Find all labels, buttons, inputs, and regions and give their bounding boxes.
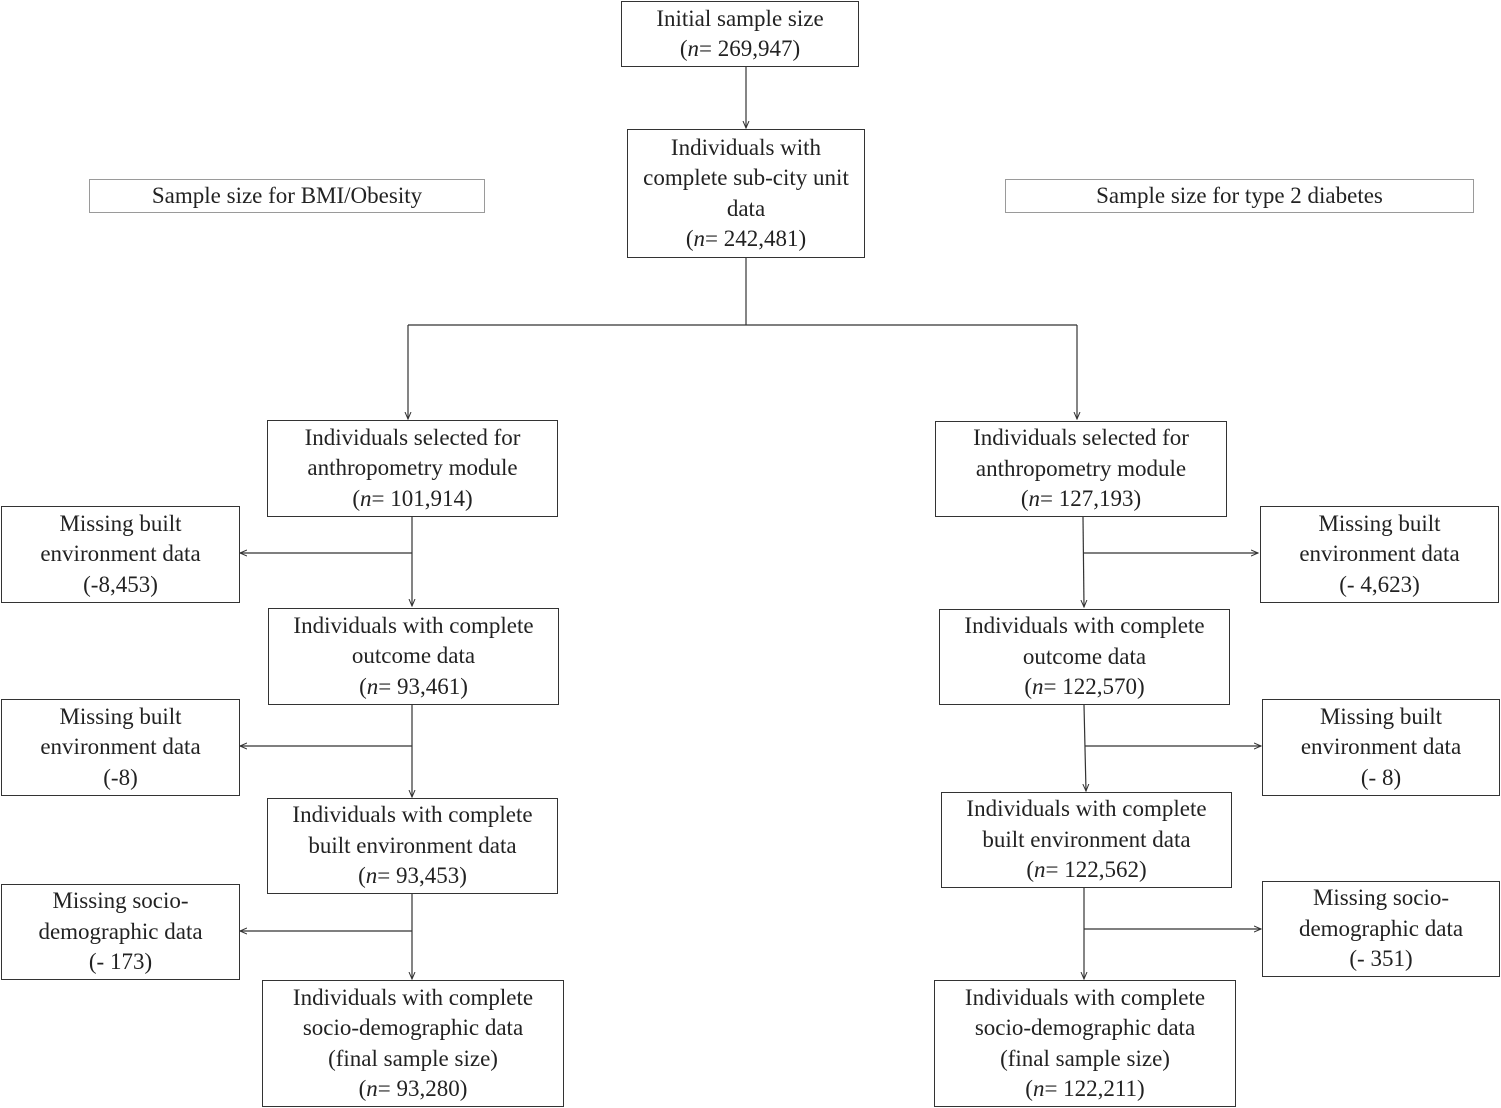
subcity-line3: data <box>726 195 766 221</box>
right-missing-socio-box: Missing socio- demographic data (- 351) <box>1262 881 1500 977</box>
left-outcome-box: Individuals with complete outcome data (… <box>268 608 559 705</box>
initial-sample-title: Initial sample size <box>656 5 824 31</box>
subcity-unit-box: Individuals with complete sub-city unit … <box>627 129 865 258</box>
right-outcome-box: Individuals with complete outcome data (… <box>939 609 1230 705</box>
left-missing-built-box-2: Missing built environment data (-8) <box>1 699 240 796</box>
right-selected-box: Individuals selected for anthropometry m… <box>935 421 1227 517</box>
left-missing-socio-box: Missing socio- demographic data (- 173) <box>1 884 240 980</box>
subcity-n: (n= 242,481) <box>685 226 807 251</box>
right-final-box: Individuals with complete socio-demograp… <box>934 980 1236 1107</box>
bmi-obesity-label: Sample size for BMI/Obesity <box>89 179 485 213</box>
left-built-box: Individuals with complete built environm… <box>267 798 558 894</box>
type2-diabetes-label: Sample size for type 2 diabetes <box>1005 179 1474 213</box>
right-missing-built-box-2: Missing built environment data (- 8) <box>1262 699 1500 796</box>
right-built-box: Individuals with complete built environm… <box>941 792 1232 888</box>
left-missing-built-box-1: Missing built environment data (-8,453) <box>1 506 240 603</box>
initial-sample-n: (n= 269,947) <box>679 36 801 61</box>
left-final-box: Individuals with complete socio-demograp… <box>262 980 564 1107</box>
subcity-line1: Individuals with <box>670 134 822 160</box>
arrow-right-outcome-to-built <box>1084 704 1086 791</box>
initial-sample-box: Initial sample size (n= 269,947) <box>621 1 859 67</box>
arrow-right-selected-to-outcome <box>1083 516 1084 607</box>
left-selected-box: Individuals selected for anthropometry m… <box>267 420 558 517</box>
subcity-line2: complete sub-city unit <box>643 165 849 190</box>
right-missing-built-box-1: Missing built environment data (- 4,623) <box>1260 506 1499 603</box>
